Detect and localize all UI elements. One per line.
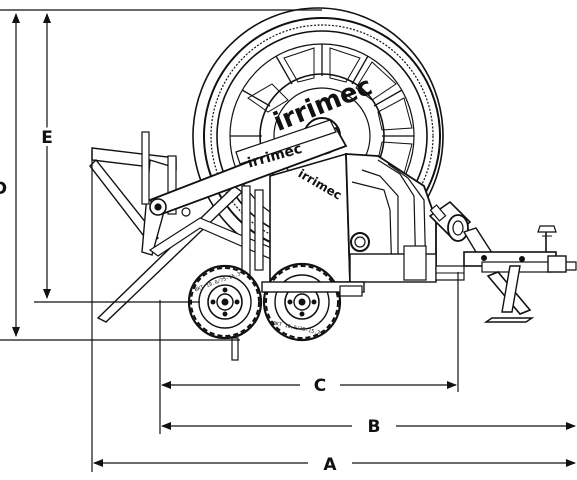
dimension-label-a: A — [323, 455, 337, 475]
front-wheel — [187, 264, 263, 340]
dimension-lines — [0, 9, 576, 472]
dimension-label-b: B — [368, 417, 381, 437]
dimension-label-e: E — [41, 128, 53, 148]
towbar — [462, 225, 577, 323]
axle-assembly — [231, 281, 365, 361]
turbine-assembly — [428, 200, 472, 242]
dimension-label-c: C — [314, 376, 326, 396]
dimension-label-d: D — [0, 179, 7, 199]
main-arm — [148, 119, 348, 217]
